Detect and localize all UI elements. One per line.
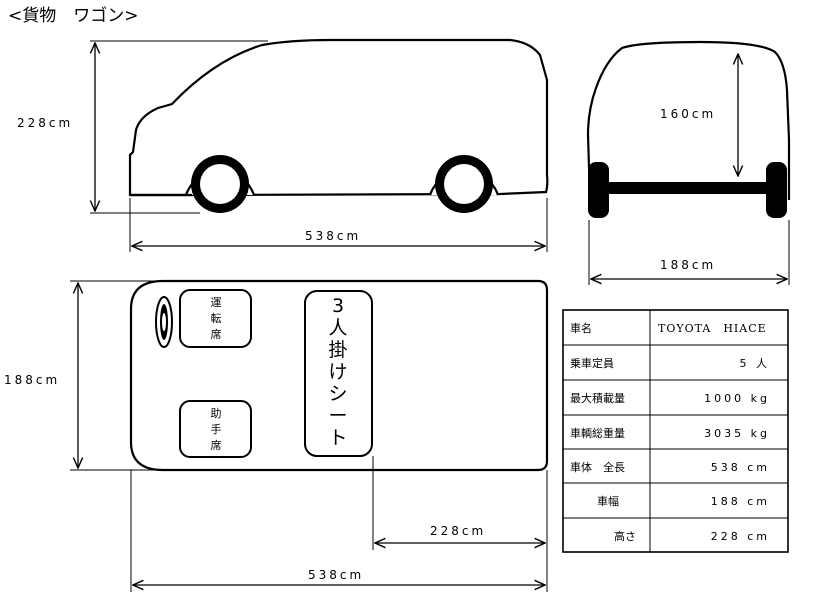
- bench-seat-label-6: ー: [328, 405, 347, 427]
- side-view-rear-wheel: [435, 155, 493, 213]
- front-view-body: [586, 40, 791, 201]
- top-view: 運 転 席 助 手 席 3 人 掛 け シ ー ト 188cm 228cm 53…: [4, 279, 549, 592]
- side-view-body: [128, 38, 549, 197]
- front-width-label: 188cm: [660, 258, 716, 272]
- spec-key: 高さ: [614, 529, 636, 543]
- spec-row-name: 車名 TOYOTA HIACE: [570, 321, 767, 335]
- front-height-label: 160cm: [660, 107, 716, 121]
- top-width-label: 188cm: [4, 373, 60, 387]
- side-height-label: 228cm: [17, 116, 73, 130]
- bench-seat-label-1: 3: [332, 295, 344, 317]
- bench-seat-label-7: ト: [328, 427, 347, 449]
- spec-key: 車体 全長: [570, 460, 625, 474]
- spec-value: 228 cm: [711, 530, 770, 543]
- driver-seat-label-2: 転: [211, 312, 222, 325]
- spec-table: 車名 TOYOTA HIACE 乗車定員 5 人 最大積載量 1000 kg 車…: [562, 309, 789, 553]
- front-view-right-tire: [766, 162, 787, 218]
- bench-seat-label-2: 人: [328, 317, 347, 339]
- spec-value: 538 cm: [711, 461, 770, 474]
- spec-row-width: 車幅 188 cm: [597, 494, 770, 508]
- spec-value: 5 人: [740, 357, 771, 370]
- spec-key: 車幅: [597, 494, 619, 508]
- top-length-label: 538cm: [308, 568, 364, 582]
- spec-row-capacity: 乗車定員 5 人: [570, 356, 771, 370]
- diagram-title: <貨物 ワゴン>: [8, 5, 139, 26]
- driver-seat-label-3: 席: [211, 327, 222, 341]
- spec-key: 車名: [570, 321, 592, 335]
- steering-wheel-icon: [155, 296, 173, 348]
- side-view: 228cm 538cm: [17, 38, 549, 252]
- spec-key: 最大積載量: [570, 391, 625, 405]
- spec-value: 3035 kg: [704, 427, 770, 440]
- bench-seat: [304, 290, 373, 457]
- bench-seat-label-3: 掛: [328, 339, 347, 361]
- spec-row-gross-weight: 車輌総重量 3035 kg: [570, 426, 770, 440]
- spec-key: 車輌総重量: [570, 426, 625, 440]
- spec-value: TOYOTA HIACE: [658, 322, 767, 335]
- front-view: 160cm 188cm: [586, 40, 791, 285]
- driver-seat: [179, 289, 252, 348]
- spec-value: 188 cm: [711, 495, 770, 508]
- spec-row-height: 高さ 228 cm: [614, 529, 770, 543]
- spec-key: 乗車定員: [570, 356, 614, 370]
- passenger-seat-label-3: 席: [211, 438, 222, 452]
- bench-seat-label-5: シ: [328, 383, 347, 405]
- side-view-front-wheel: [191, 155, 249, 213]
- front-view-left-tire: [588, 162, 609, 218]
- cargo-length-label: 228cm: [430, 524, 486, 538]
- spec-row-max-load: 最大積載量 1000 kg: [570, 391, 770, 405]
- passenger-seat-label-2: 手: [211, 422, 222, 436]
- passenger-seat-label-1: 助: [211, 406, 222, 420]
- spec-row-length: 車体 全長 538 cm: [570, 460, 770, 474]
- driver-seat-label-1: 運: [211, 296, 222, 309]
- passenger-seat: [179, 400, 252, 458]
- bench-seat-label-4: け: [328, 361, 347, 383]
- spec-value: 1000 kg: [704, 392, 770, 405]
- side-length-label: 538cm: [305, 229, 361, 243]
